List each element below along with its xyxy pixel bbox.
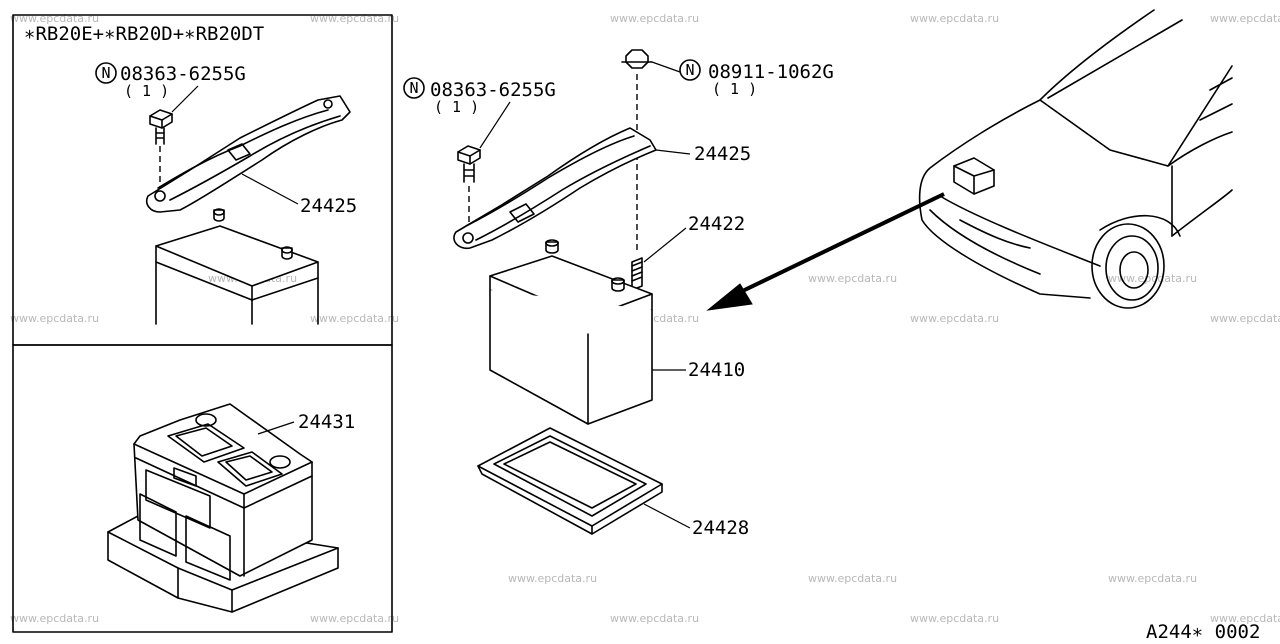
circled-n-letter: N xyxy=(685,61,694,79)
watermark: www.epcdata.ru xyxy=(808,272,897,285)
main-battery-drawing: 24410 xyxy=(489,239,745,425)
main-bolt-callout: N 08363-6255G ( 1 ) xyxy=(403,77,556,149)
inset-battery-drawing xyxy=(155,208,319,325)
main-nut-callout: N 08911-1062G ( 1 ) xyxy=(621,49,834,252)
watermark: www.epcdata.ru xyxy=(910,312,999,325)
inset-bolt-callout: N 08363-6255G ( 1 ) xyxy=(95,62,246,113)
watermark: www.epcdata.ru xyxy=(1108,272,1197,285)
watermark: www.epcdata.ru xyxy=(310,12,399,25)
main-bolt-icon xyxy=(457,145,481,232)
part-qty-nut: ( 1 ) xyxy=(712,80,757,98)
watermark: www.epcdata.ru xyxy=(910,612,999,625)
main-tray-drawing: 24428 xyxy=(477,427,749,539)
diagram-code: A244∗ 0002 xyxy=(1146,621,1260,640)
part-number-frame-main: 24425 xyxy=(694,143,751,165)
watermark: www.epcdata.ru xyxy=(1210,312,1280,325)
part-number-cover: 24431 xyxy=(298,411,355,433)
cover-inset-frame xyxy=(12,344,393,633)
watermark: www.epcdata.ru xyxy=(910,12,999,25)
circled-n-letter: N xyxy=(101,64,110,82)
part-qty-bolt-inset: ( 1 ) xyxy=(124,82,169,100)
circled-n-letter: N xyxy=(409,79,418,97)
watermark: www.epcdata.ru xyxy=(1210,12,1280,25)
main-rod-drawing: 24422 xyxy=(631,213,745,291)
part-number-bolt-main: 08363-6255G xyxy=(430,79,556,101)
watermark: www.epcdata.ru xyxy=(1210,612,1280,625)
watermark: www.epcdata.ru xyxy=(1108,572,1197,585)
circled-n-icon xyxy=(679,59,701,81)
watermark: www.epcdata.ru xyxy=(10,312,99,325)
variant-note: ∗RB20E+∗RB20D+∗RB20DT xyxy=(24,23,264,45)
car-location-drawing xyxy=(918,9,1233,309)
nut-icon xyxy=(625,49,649,69)
inset-frame-drawing: 24425 xyxy=(145,95,357,217)
watermark: www.epcdata.ru xyxy=(10,612,99,625)
circled-n-icon xyxy=(403,77,425,99)
cover-drawing: 24431 xyxy=(107,403,355,613)
watermark: www.epcdata.ru xyxy=(808,572,897,585)
inset-bolt-icon xyxy=(149,109,173,190)
part-number-bolt-inset: 08363-6255G xyxy=(120,63,246,85)
part-number-nut: 08911-1062G xyxy=(708,61,834,83)
watermark: www.epcdata.ru xyxy=(610,612,699,625)
main-frame-drawing: 24425 xyxy=(453,127,751,250)
watermark: www.epcdata.ru xyxy=(610,12,699,25)
part-qty-bolt-main: ( 1 ) xyxy=(434,98,479,116)
watermark: www.epcdata.ru xyxy=(310,612,399,625)
circled-n-icon xyxy=(95,62,117,84)
part-number-tray: 24428 xyxy=(692,517,749,539)
location-arrow xyxy=(706,192,945,311)
part-number-frame-inset: 24425 xyxy=(300,195,357,217)
part-number-battery: 24410 xyxy=(688,359,745,381)
watermark: www.epcdata.ru xyxy=(310,312,399,325)
part-number-rod: 24422 xyxy=(688,213,745,235)
watermark: www.epcdata.ru xyxy=(508,572,597,585)
